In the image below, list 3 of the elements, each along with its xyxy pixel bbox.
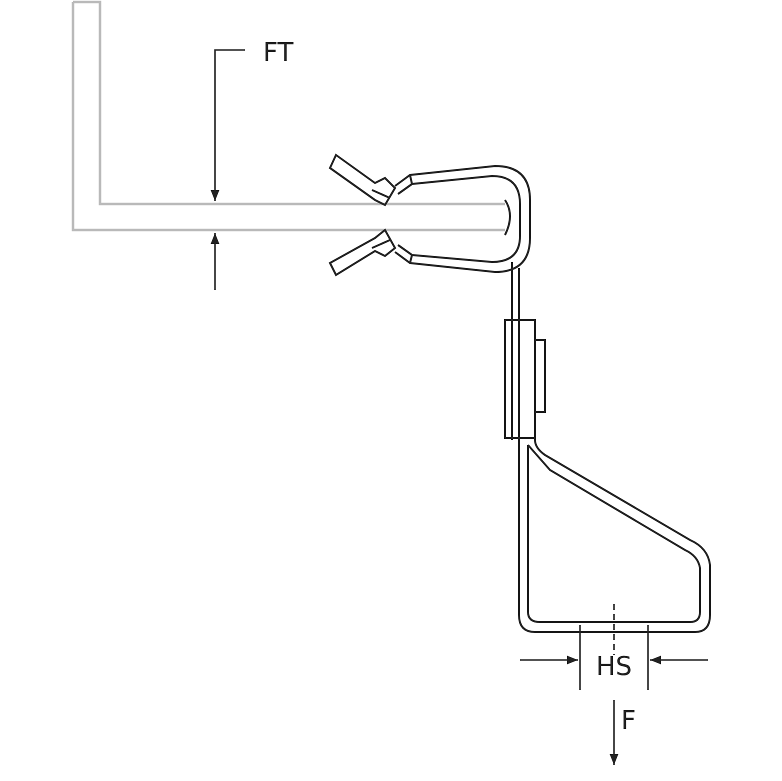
dimension-label: HS: [596, 654, 632, 680]
dimension-label: FT: [263, 40, 294, 66]
dimension-label: F: [621, 708, 636, 734]
